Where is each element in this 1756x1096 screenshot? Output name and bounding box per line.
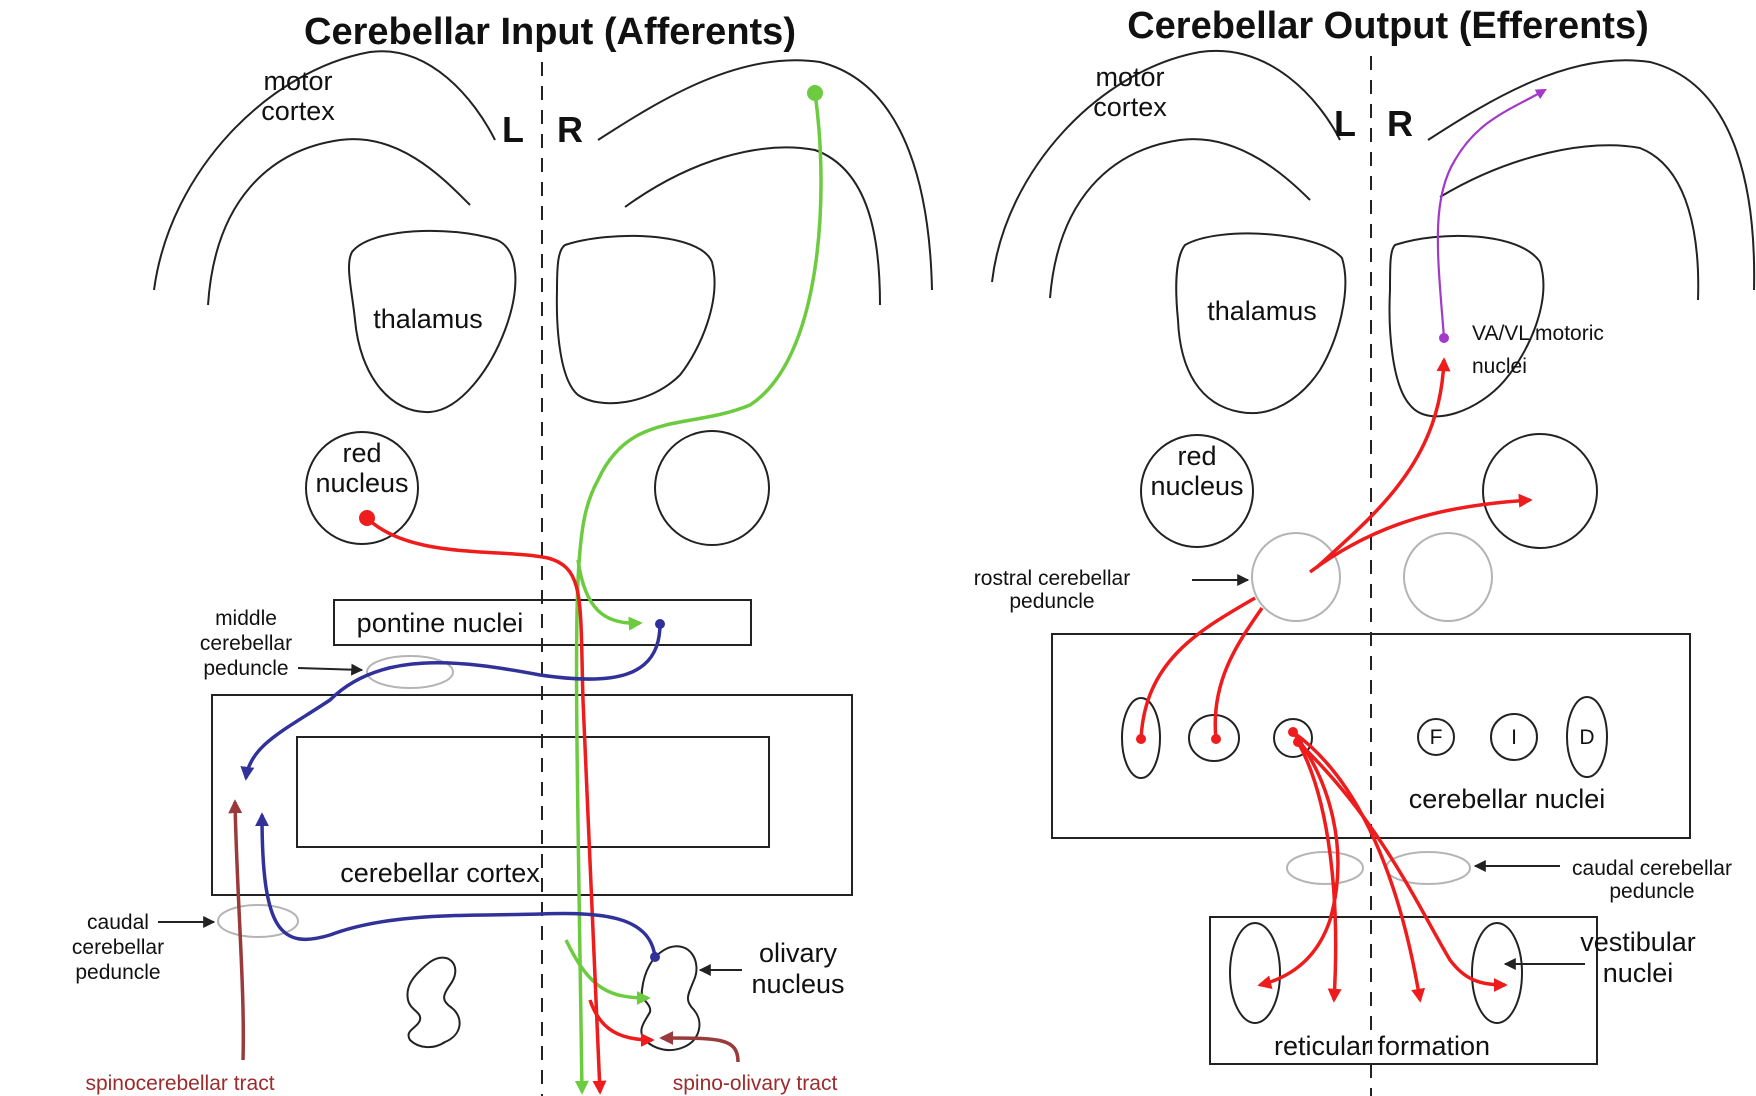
- nucleus-f-circle: [1417, 718, 1455, 756]
- right-thalamus-left: [1175, 232, 1347, 415]
- left-thalamus-label: thalamus: [373, 304, 483, 334]
- left-hemisphere-inner-arc-left: [207, 138, 471, 306]
- nucleus-i-label: I: [1511, 726, 1517, 749]
- left-olivary-nucleus: [406, 956, 461, 1048]
- right-hemisphere-inner-arc-left: [1049, 138, 1311, 299]
- red-fastigial-output: [1139, 596, 1256, 740]
- cerebellar-cortex-inner-box: [296, 736, 770, 848]
- right-thalamus-right: [1388, 234, 1545, 418]
- right-hemisphere-outer-arc-right: [1427, 59, 1756, 291]
- pontine-nuclei-box: [333, 599, 752, 646]
- olivary-label-2: nucleus: [751, 969, 844, 999]
- left-motor-cortex-label-2: cortex: [261, 96, 335, 126]
- left-panel-afferents: Cerebellar Input (Afferents) motor corte…: [72, 11, 933, 1096]
- blue-olivocerebellar-pathway: [255, 812, 657, 958]
- nucleus-d-ellipse: [1566, 696, 1608, 778]
- left-red-nucleus-right: [654, 430, 770, 546]
- cerebellar-cortex-label: cerebellar cortex: [340, 858, 540, 888]
- right-caudal-peduncle-label-2: peduncle: [1609, 880, 1694, 903]
- left-caudal-cerebellar-peduncle-ellipse: [217, 904, 299, 938]
- right-caudal-peduncle-left: [1286, 851, 1364, 885]
- red-to-right-reticular: [1291, 730, 1426, 1003]
- middle-peduncle-pointer: [297, 663, 364, 676]
- spino-olivary-tract-path: [659, 1031, 740, 1063]
- left-fastigial-ellipse: [1121, 697, 1161, 779]
- left-hemisphere-outer-arc-left: [153, 50, 496, 291]
- right-panel-efferents: Cerebellar Output (Efferents) motor cort…: [974, 5, 1756, 1096]
- left-red-nucleus-left: [305, 431, 419, 545]
- middle-cerebellar-peduncle-ellipse: [366, 655, 454, 689]
- left-hemisphere-inner-arc-right: [624, 146, 881, 306]
- blue-pontocerebellar-pathway: [240, 623, 662, 781]
- vestibular-label-2: nuclei: [1603, 958, 1674, 988]
- left-hemisphere-outer-arc-right: [597, 59, 933, 291]
- right-motor-cortex-label-1: motor: [1095, 62, 1164, 92]
- right-motor-cortex-label-2: cortex: [1093, 92, 1167, 122]
- va-vl-label-1: VA/VL motoric: [1472, 322, 1604, 345]
- red-to-right-vestibular: [1296, 740, 1508, 992]
- rostral-cerebellar-peduncle-left: [1251, 532, 1341, 622]
- red-interposed-output: [1213, 607, 1264, 740]
- green-cortico-olivary-branch: [564, 939, 651, 1005]
- left-thalamus-left: [348, 229, 517, 414]
- right-thalamus-label: thalamus: [1207, 296, 1317, 326]
- cerebellar-nuclei-box: [1051, 633, 1691, 839]
- red-to-left-reticular: [1296, 741, 1342, 1003]
- middle-peduncle-label-3: peduncle: [203, 657, 288, 680]
- cerebellar-cortex-outer-box: [211, 694, 853, 896]
- left-caudal-peduncle-label-2: cerebellar: [72, 936, 164, 959]
- reticular-formation-label: reticular formation: [1274, 1031, 1490, 1061]
- va-vl-label-2: nuclei: [1472, 355, 1527, 378]
- left-caudal-peduncle-label-1: caudal: [87, 911, 149, 934]
- nucleus-f-label: F: [1430, 726, 1443, 749]
- left-red-nucleus-label-1: red: [342, 438, 381, 468]
- left-vestibular-ellipse: [1229, 922, 1281, 1024]
- red-rubrospinal-pathway: [365, 516, 607, 1095]
- left-caudal-peduncle-label-3: peduncle: [75, 961, 160, 984]
- right-red-nucleus-left: [1140, 434, 1254, 548]
- middle-peduncle-label-2: cerebellar: [200, 632, 292, 655]
- nucleus-d-label: D: [1579, 726, 1594, 749]
- right-caudal-peduncle-label-1: caudal cerebellar: [1572, 857, 1732, 880]
- right-hemisphere-outer-arc-left: [991, 49, 1341, 283]
- red-rubro-olivary-branch: [588, 999, 655, 1047]
- spinocerebellar-tract-path: [228, 799, 246, 1061]
- left-side-r-label: R: [557, 109, 583, 150]
- middle-peduncle-label-1: middle: [215, 607, 277, 630]
- spino-olivary-tract-label: spino-olivary tract: [673, 1072, 838, 1095]
- right-red-nucleus-label-2: nucleus: [1150, 471, 1243, 501]
- left-thalamus-right: [555, 234, 716, 405]
- spinocerebellar-tract-label: spinocerebellar tract: [85, 1072, 274, 1095]
- right-vestibular-ellipse: [1471, 922, 1523, 1024]
- right-red-nucleus-right: [1482, 433, 1598, 549]
- green-corticospinal-pathway: [574, 92, 823, 1095]
- right-side-r-label: R: [1387, 103, 1413, 144]
- right-panel-title: Cerebellar Output (Efferents): [1127, 5, 1649, 47]
- left-dentate-circle: [1273, 718, 1313, 758]
- right-side-l-label: L: [1334, 103, 1356, 144]
- red-to-thalamus-pathway: [1314, 357, 1451, 570]
- rostral-peduncle-label-1: rostral cerebellar: [974, 567, 1130, 590]
- left-side-l-label: L: [502, 109, 524, 150]
- pontine-nuclei-label: pontine nuclei: [357, 608, 524, 638]
- nucleus-i-circle: [1490, 713, 1538, 761]
- olivary-label-1: olivary: [759, 938, 838, 968]
- left-motor-cortex-label-1: motor: [263, 66, 332, 96]
- left-red-nucleus-label-2: nucleus: [315, 468, 408, 498]
- right-hemisphere-inner-arc-right: [1439, 144, 1700, 301]
- right-olivary-nucleus: [640, 945, 701, 1052]
- vestibular-label-1: vestibular: [1580, 927, 1696, 957]
- left-panel-title: Cerebellar Input (Afferents): [304, 11, 796, 53]
- rostral-peduncle-label-2: peduncle: [1009, 590, 1094, 613]
- right-red-nucleus-label-1: red: [1177, 441, 1216, 471]
- green-corticopontine-branch: [576, 559, 643, 631]
- purple-thalamocortical-pathway: [1436, 88, 1547, 339]
- rostral-cerebellar-peduncle-right: [1403, 532, 1493, 622]
- red-to-red-nucleus-pathway: [1308, 493, 1533, 574]
- cerebellar-nuclei-label: cerebellar nuclei: [1409, 784, 1606, 814]
